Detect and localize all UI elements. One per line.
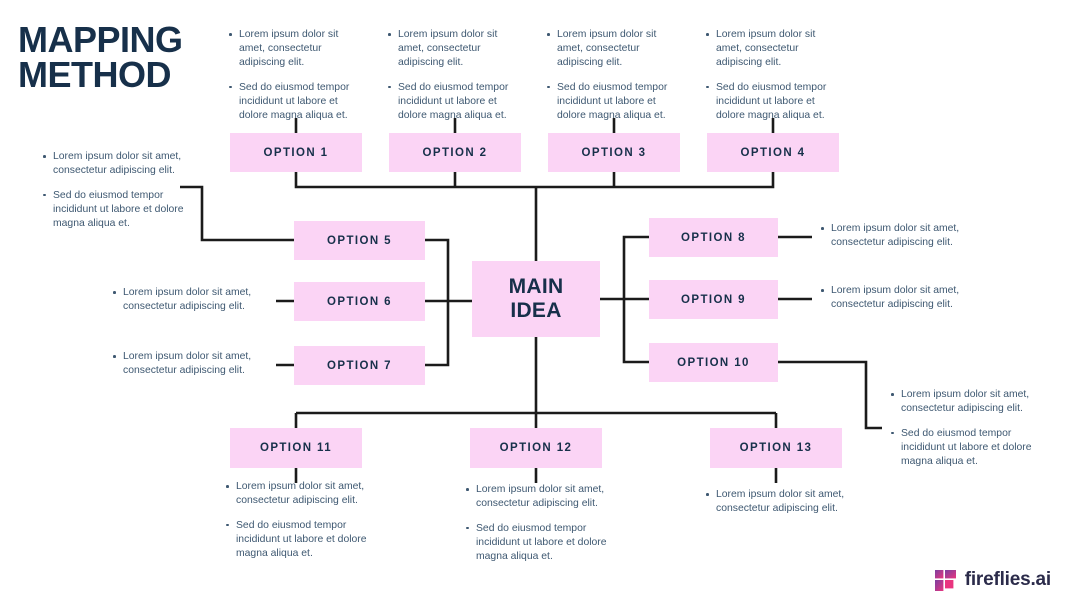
node-label: OPTION 10 — [677, 356, 750, 369]
note-item: Lorem ipsum dolor sit amet, consectetur … — [890, 388, 1040, 416]
node-label: OPTION 7 — [327, 359, 392, 372]
note-item: Lorem ipsum dolor sit amet, consectetur … — [112, 286, 264, 314]
note-left-6: Lorem ipsum dolor sit amet, consectetur … — [112, 286, 264, 314]
node-option-3[interactable]: OPTION 3 — [548, 133, 680, 172]
note-item: Sed do eiusmod tempor incididunt ut labo… — [465, 522, 613, 564]
note-bottom-11-list: Lorem ipsum dolor sit amet, consectetur … — [225, 480, 373, 561]
note-item: Lorem ipsum dolor sit amet, consectetur … — [546, 28, 678, 70]
node-option-10[interactable]: OPTION 10 — [649, 343, 778, 382]
note-right-10-list: Lorem ipsum dolor sit amet, consectetur … — [890, 388, 1040, 469]
wire-option10-to-note — [778, 360, 882, 430]
note-item: Sed do eiusmod tempor incididunt ut labo… — [228, 81, 360, 123]
note-item: Sed do eiusmod tempor incididunt ut labo… — [42, 189, 192, 231]
note-item: Sed do eiusmod tempor incididunt ut labo… — [890, 427, 1040, 469]
node-option-13[interactable]: OPTION 13 — [710, 428, 842, 468]
note-left-5-list: Lorem ipsum dolor sit amet, consectetur … — [42, 150, 192, 231]
fireflies-logo[interactable]: fireflies.ai — [934, 569, 1052, 591]
note-left-6-list: Lorem ipsum dolor sit amet, consectetur … — [112, 286, 264, 314]
note-top-2-list: Lorem ipsum dolor sit amet, consectetur … — [387, 28, 519, 123]
wire-leftnote-to-option5 — [180, 185, 294, 242]
fireflies-mark-icon — [934, 569, 956, 591]
note-item: Sed do eiusmod tempor incididunt ut labo… — [225, 519, 373, 561]
title-line-2: METHOD — [18, 54, 172, 96]
node-option-7[interactable]: OPTION 7 — [294, 346, 425, 385]
node-label: OPTION 11 — [259, 442, 333, 454]
node-label: OPTION 5 — [327, 234, 392, 247]
wire-bottom-bus — [294, 411, 778, 428]
node-label: OPTION 6 — [327, 295, 392, 308]
node-label: OPTION 4 — [740, 146, 806, 159]
note-top-4: Lorem ipsum dolor sit amet, consectetur … — [705, 28, 837, 123]
node-label: OPTION 1 — [263, 146, 329, 159]
note-bottom-13: Lorem ipsum dolor sit amet, consectetur … — [705, 488, 853, 516]
note-bottom-12-list: Lorem ipsum dolor sit amet, consectetur … — [465, 483, 613, 564]
note-right-8: Lorem ipsum dolor sit amet, consectetur … — [820, 222, 972, 250]
node-option-5[interactable]: OPTION 5 — [294, 221, 425, 260]
note-item: Sed do eiusmod tempor incididunt ut labo… — [387, 81, 519, 123]
note-left-7: Lorem ipsum dolor sit amet, consectetur … — [112, 350, 264, 378]
note-right-8-list: Lorem ipsum dolor sit amet, consectetur … — [820, 222, 972, 250]
node-option-12[interactable]: OPTION 12 — [470, 428, 602, 468]
node-label: OPTION 13 — [739, 442, 813, 454]
note-bottom-13-list: Lorem ipsum dolor sit amet, consectetur … — [705, 488, 853, 516]
note-item: Lorem ipsum dolor sit amet, consectetur … — [705, 28, 837, 70]
node-label: OPTION 9 — [681, 293, 746, 306]
note-right-10: Lorem ipsum dolor sit amet, consectetur … — [890, 388, 1040, 469]
node-label: OPTION 12 — [499, 442, 573, 454]
note-top-3: Lorem ipsum dolor sit amet, consectetur … — [546, 28, 678, 123]
node-label: OPTION 8 — [681, 231, 746, 244]
note-item: Lorem ipsum dolor sit amet, consectetur … — [820, 284, 972, 312]
note-item: Sed do eiusmod tempor incididunt ut labo… — [705, 81, 837, 123]
note-item: Lorem ipsum dolor sit amet, consectetur … — [705, 488, 853, 516]
note-item: Lorem ipsum dolor sit amet, consectetur … — [228, 28, 360, 70]
fireflies-wordmark: fireflies.ai — [964, 569, 1052, 590]
wire-left-bus — [425, 238, 450, 367]
note-right-9-list: Lorem ipsum dolor sit amet, consectetur … — [820, 284, 972, 312]
note-right-9: Lorem ipsum dolor sit amet, consectetur … — [820, 284, 972, 312]
note-item: Lorem ipsum dolor sit amet, consectetur … — [820, 222, 972, 250]
note-item: Lorem ipsum dolor sit amet, consectetur … — [387, 28, 519, 70]
note-item: Lorem ipsum dolor sit amet, consectetur … — [465, 483, 613, 511]
note-item: Lorem ipsum dolor sit amet, consectetur … — [112, 350, 264, 378]
note-top-4-list: Lorem ipsum dolor sit amet, consectetur … — [705, 28, 837, 123]
node-option-6[interactable]: OPTION 6 — [294, 282, 425, 321]
note-item: Lorem ipsum dolor sit amet, consectetur … — [42, 150, 192, 178]
note-bottom-11: Lorem ipsum dolor sit amet, consectetur … — [225, 480, 373, 561]
note-left-5: Lorem ipsum dolor sit amet, consectetur … — [42, 150, 192, 231]
note-top-3-list: Lorem ipsum dolor sit amet, consectetur … — [546, 28, 678, 123]
node-option-4[interactable]: OPTION 4 — [707, 133, 839, 172]
wire-right-bus — [622, 235, 649, 364]
node-label: OPTION 3 — [581, 146, 647, 159]
note-item: Lorem ipsum dolor sit amet, consectetur … — [225, 480, 373, 508]
note-item: Sed do eiusmod tempor incididunt ut labo… — [546, 81, 678, 123]
node-option-1[interactable]: OPTION 1 — [230, 133, 362, 172]
main-idea-line-2: IDEA — [510, 299, 562, 322]
page-title: MAPPING METHOD — [18, 19, 238, 96]
note-top-1: Lorem ipsum dolor sit amet, consectetur … — [228, 28, 360, 123]
title-line-1: MAPPING — [18, 19, 183, 60]
node-option-8[interactable]: OPTION 8 — [649, 218, 778, 257]
note-top-1-list: Lorem ipsum dolor sit amet, consectetur … — [228, 28, 360, 123]
note-bottom-12: Lorem ipsum dolor sit amet, consectetur … — [465, 483, 613, 564]
node-option-2[interactable]: OPTION 2 — [389, 133, 521, 172]
note-left-7-list: Lorem ipsum dolor sit amet, consectetur … — [112, 350, 264, 378]
node-option-9[interactable]: OPTION 9 — [649, 280, 778, 319]
note-top-2: Lorem ipsum dolor sit amet, consectetur … — [387, 28, 519, 123]
node-main-idea[interactable]: MAIN IDEA — [472, 261, 600, 337]
wire-top-bus — [294, 172, 775, 189]
main-idea-line-1: MAIN — [508, 275, 564, 299]
node-option-11[interactable]: OPTION 11 — [230, 428, 362, 468]
node-label: OPTION 2 — [422, 146, 488, 159]
